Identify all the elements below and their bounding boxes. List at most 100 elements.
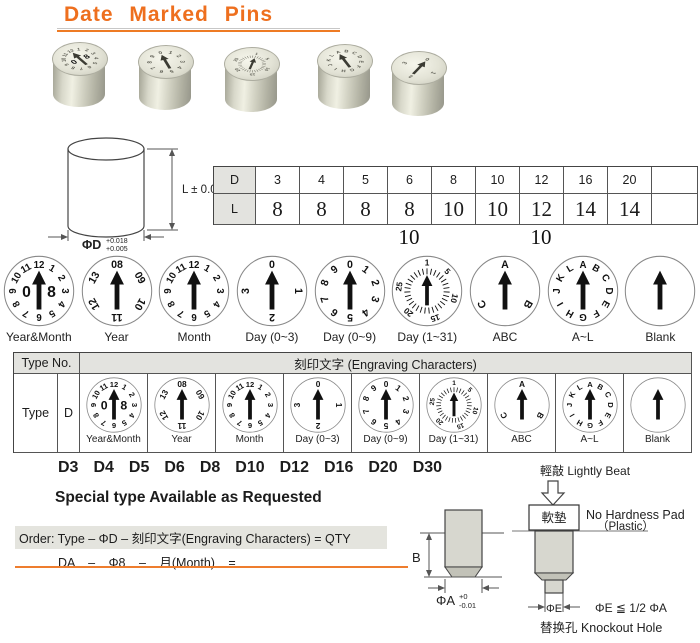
size-table-d-value: 16 [564, 167, 608, 194]
svg-text:K: K [554, 272, 567, 284]
size-table-l-value: 10 [432, 194, 476, 225]
size-table-d-header: D [214, 167, 256, 194]
svg-text:1: 1 [425, 258, 430, 268]
size-table-d-value [652, 167, 698, 194]
type-code: D12 [279, 459, 309, 476]
b-dimension-label: B [412, 550, 421, 565]
dial-arrow-icon [411, 61, 426, 75]
svg-text:7: 7 [318, 294, 331, 303]
svg-text:B: B [590, 262, 602, 275]
type-table-dial-cell: Blank [624, 374, 692, 453]
svg-text:5: 5 [383, 421, 388, 431]
dial-arrow-icon [109, 270, 124, 310]
svg-text:8: 8 [360, 394, 371, 402]
svg-text:G: G [579, 311, 587, 322]
svg-text:F: F [590, 307, 601, 320]
svg-text:5: 5 [90, 61, 98, 65]
size-table-l-value: 8 [344, 194, 388, 225]
dial-arrow-icon [653, 270, 668, 310]
svg-text:2: 2 [262, 391, 272, 399]
dial-arrow-icon [108, 389, 119, 420]
type-value: D [58, 374, 80, 453]
svg-text:6: 6 [368, 416, 378, 427]
svg-text:11: 11 [111, 311, 122, 323]
svg-text:8: 8 [120, 399, 127, 413]
a-tolerance-upper: +0 [459, 592, 468, 601]
svg-text:3: 3 [368, 294, 381, 303]
dial-arrow-icon [244, 389, 255, 420]
svg-text:1: 1 [393, 383, 403, 394]
type-table-dial-label: ABC [511, 434, 532, 445]
svg-text:9: 9 [88, 403, 97, 407]
svg-text:6: 6 [85, 64, 92, 69]
pad-note-line1: No Hardness Pad [586, 508, 685, 522]
svg-text:A: A [587, 380, 593, 389]
type-table-dial-label: Day (0~9) [363, 434, 408, 445]
svg-text:4: 4 [175, 65, 183, 69]
dial-blank [625, 255, 696, 327]
order-format-box: Order: Type – ΦD – 刻印文字(Engraving Charac… [15, 526, 387, 571]
dial-arrow-icon [652, 389, 663, 420]
type-code: D30 [412, 459, 443, 476]
diameter-tolerance-upper: +0.018 [106, 238, 128, 245]
svg-text:13: 13 [86, 270, 102, 286]
dial-arrow-icon [187, 270, 202, 310]
dial-arrow-icon [342, 270, 357, 310]
svg-text:9: 9 [149, 55, 157, 59]
size-table-l-header: L [214, 194, 256, 225]
svg-text:J: J [327, 63, 335, 67]
engraving-style-label: Day (0~9) [323, 330, 377, 344]
type-code: D20 [368, 459, 398, 476]
svg-text:5: 5 [347, 311, 353, 323]
svg-text:10: 10 [9, 271, 24, 286]
size-table-l-value: 14 [564, 194, 608, 225]
size-table-d-value: 10 [476, 167, 520, 194]
svg-text:8: 8 [81, 53, 92, 60]
svg-text:4: 4 [262, 411, 272, 420]
svg-text:0: 0 [100, 399, 107, 413]
svg-text:9: 9 [163, 288, 174, 294]
dial-arrow-icon [584, 389, 595, 420]
dial-abc: ABC [469, 255, 541, 327]
svg-text:12: 12 [189, 260, 200, 271]
svg-text:3: 3 [240, 288, 252, 294]
dial-arrow-icon [421, 275, 433, 306]
svg-text:10: 10 [90, 389, 102, 401]
dial-blank [629, 377, 686, 433]
svg-text:5: 5 [46, 307, 57, 320]
soft-pad-label: 軟墊 [541, 510, 567, 525]
lightly-beat-label: 輕敲 Lightly Beat [540, 463, 631, 478]
svg-text:2: 2 [174, 54, 182, 58]
type-table-dial-label: Year&Month [86, 434, 141, 445]
svg-text:4: 4 [126, 411, 136, 420]
svg-text:3: 3 [130, 403, 139, 407]
knockout-hole-label: 替换孔 Knockout Hole [540, 621, 662, 635]
svg-text:7: 7 [235, 418, 243, 428]
svg-text:3: 3 [400, 408, 411, 416]
svg-text:F: F [354, 64, 362, 68]
engraving-style-label: Month [177, 330, 211, 344]
e-dimension-label: ΦE [546, 603, 562, 615]
svg-text:2: 2 [368, 278, 381, 287]
svg-text:K: K [326, 58, 334, 61]
svg-text:10: 10 [449, 293, 461, 305]
engraving-style-label: Blank [645, 330, 676, 344]
svg-text:1: 1 [168, 51, 174, 56]
svg-text:6: 6 [247, 421, 251, 430]
